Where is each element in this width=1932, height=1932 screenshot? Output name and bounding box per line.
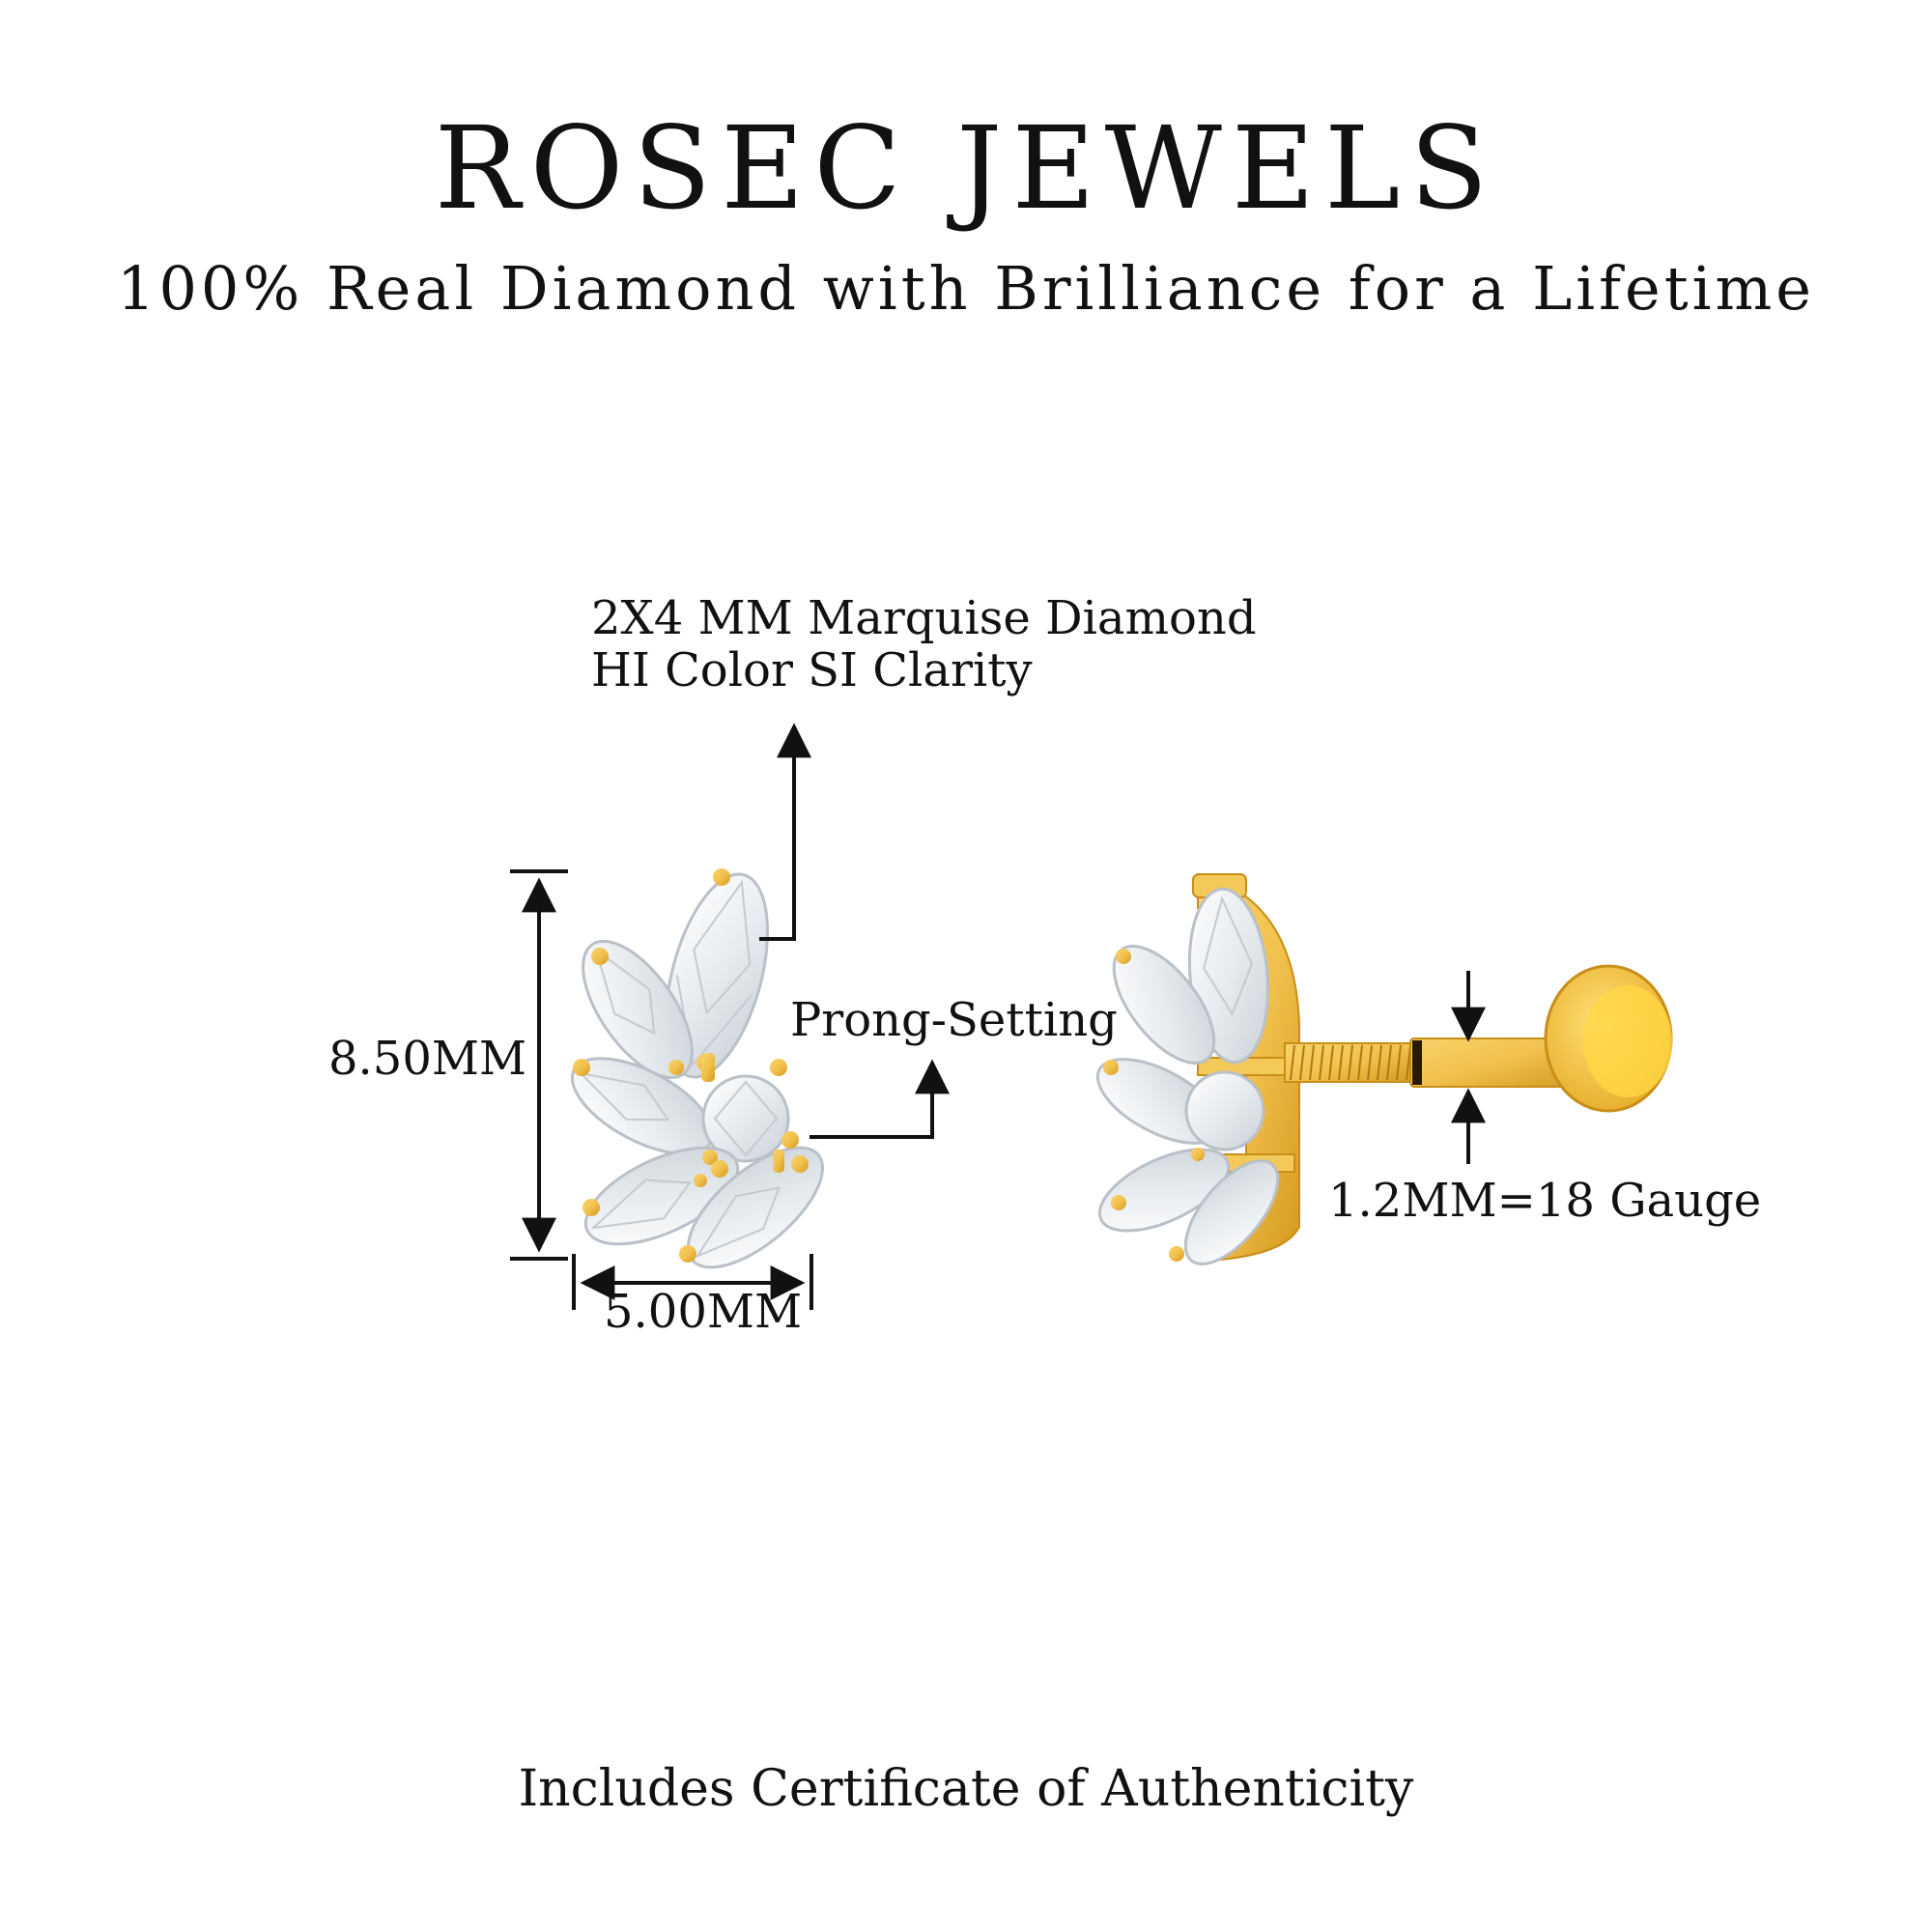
side-view-earring <box>1095 872 1673 1265</box>
certificate-note: Includes Certificate of Authenticity <box>518 1760 1414 1818</box>
diamond-size-label: 2X4 MM Marquise Diamond <box>591 591 1257 645</box>
prong-callout-arrow-icon <box>810 1059 950 1139</box>
tagline: 100% Real Diamond with Brilliance for a … <box>117 253 1815 324</box>
gauge-dimension-label: 1.2MM=18 Gauge <box>1328 1174 1762 1228</box>
brand-title: ROSEC JEWELS <box>434 101 1498 235</box>
front-view-earring <box>570 868 825 1269</box>
height-dimension-label: 8.50MM <box>328 1032 527 1086</box>
diamond-callout-arrow-icon <box>759 723 811 941</box>
diamond-quality-label: HI Color SI Clarity <box>591 643 1033 697</box>
dimension-lines <box>510 723 1486 1310</box>
prong-setting-label: Prong-Setting <box>790 993 1118 1047</box>
